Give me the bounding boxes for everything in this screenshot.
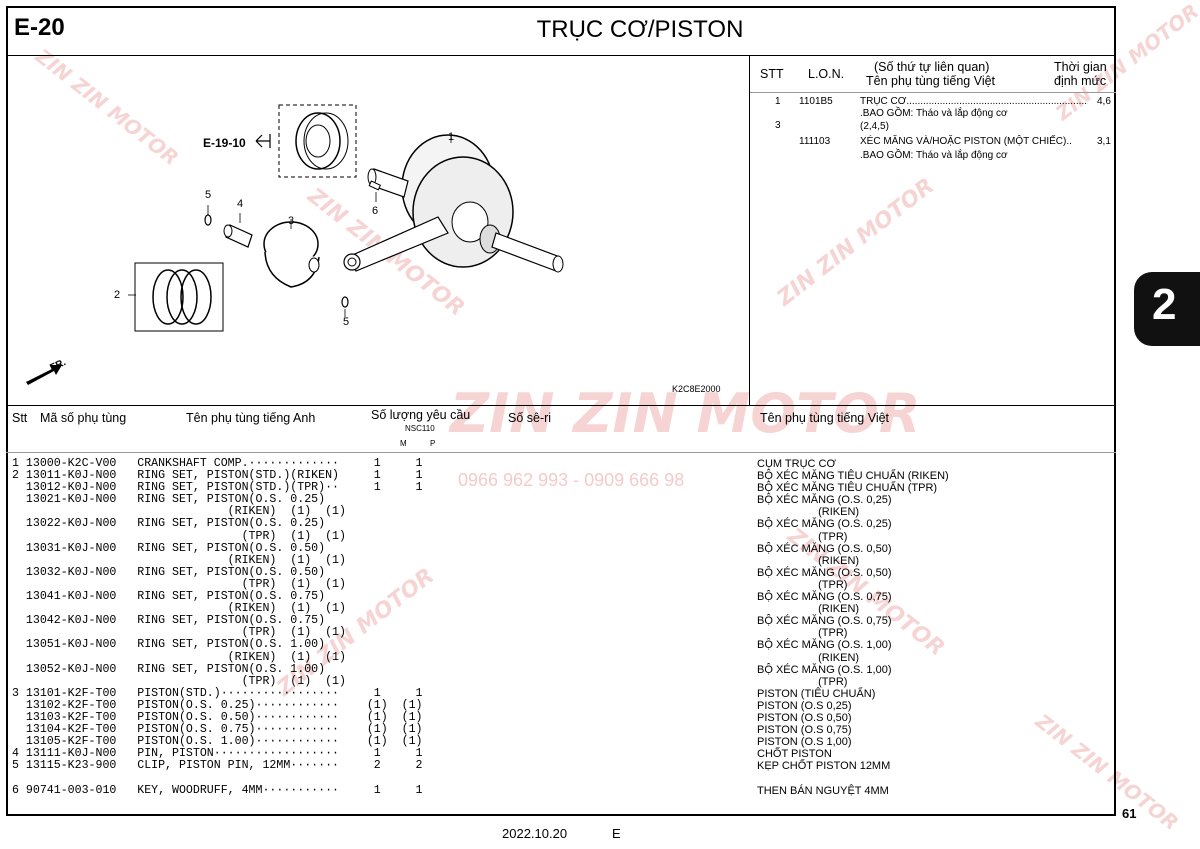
footer-letter: E (612, 826, 621, 841)
parts-list-vietnamese: CỤM TRỤC CƠ BỘ XÉC MĂNG TIÊU CHUẨN (RIKE… (757, 458, 949, 797)
callout-5-top: 5 (205, 189, 212, 201)
exploded-diagram (8, 57, 748, 403)
right-header-stt: STT (760, 67, 784, 81)
ring-set-box (134, 262, 224, 332)
right-row-stt: 3 (775, 120, 781, 131)
parts-header-serial: Số sê-ri (508, 411, 552, 425)
piston-clip (204, 214, 212, 226)
right-row-name: .BAO GỒM: Tháo và lắp động cơ (860, 108, 1008, 119)
piston-clip (341, 296, 349, 308)
ref-arrow-icon (255, 134, 271, 148)
right-row-name: TRỤC CƠ.................................… (860, 96, 1088, 107)
parts-header-model: NSC110 (405, 424, 435, 433)
callout-6: 6 (372, 205, 379, 217)
parts-header-name-vn: Tên phụ tùng tiếng Việt (760, 411, 890, 425)
ring (180, 269, 212, 325)
parts-header-m: M (400, 439, 407, 448)
right-header-name-vn: Tên phụ tùng tiếng Việt (866, 74, 996, 88)
front-arrow-icon (26, 365, 62, 385)
callout-1: 1 (448, 131, 455, 143)
parts-header-name-en: Tên phụ tùng tiếng Anh (186, 411, 316, 425)
callout-3: 3 (288, 215, 295, 227)
bearing-outer (295, 112, 341, 170)
parts-header-divider (6, 452, 1116, 453)
diagram-ref-label: E-19-10 (203, 136, 246, 150)
diagram-divider (749, 55, 750, 406)
crank-shaft-right (491, 232, 561, 272)
right-row-name: (2,4,5) (860, 121, 889, 132)
page-title: TRỤC CƠ/PISTON (536, 16, 744, 43)
right-row-time: 4,6 (1097, 96, 1111, 107)
right-row-stt: 1 (775, 96, 781, 107)
watermark-brand: ZIN ZIN MOTOR (450, 382, 921, 445)
right-row-name: .BAO GỒM: Tháo và lắp động cơ (860, 150, 1008, 161)
watermark-phone: 0966 962 993 - 0909 666 98 (458, 470, 685, 490)
section-tab: 2 (1134, 272, 1200, 346)
bearing-inner (305, 124, 331, 158)
right-header-time-1: Thời gian (1054, 60, 1107, 74)
page-code: E-20 (14, 14, 65, 41)
callout-4: 4 (237, 198, 244, 210)
parts-header-stt: Stt (12, 411, 28, 425)
callout-2: 2 (114, 289, 121, 301)
footer-date: 2022.10.20 (502, 826, 568, 841)
ring (166, 269, 198, 325)
right-header-time-2: định mức (1054, 74, 1107, 88)
title-divider (6, 55, 1116, 56)
section-tab-label: 2 (1152, 280, 1177, 329)
diagram-code: K2C8E2000 (672, 384, 721, 394)
woodruff-key (368, 180, 382, 191)
ring (152, 269, 184, 325)
diagram-bottom-divider (6, 405, 1116, 406)
right-row-lon: 1101B5 (799, 96, 833, 107)
bearing-dashed-box (278, 104, 357, 178)
right-row-time: 3,1 (1097, 136, 1111, 147)
right-table-header-divider (750, 92, 1116, 93)
parts-header-qty: Số lượng yêu cầu (371, 408, 471, 422)
page-frame (6, 6, 1116, 816)
right-header-related: (Số thứ tự liên quan) (874, 60, 990, 74)
parts-header-p: P (430, 439, 436, 448)
parts-list-english: 1 13000-K2C-V00 CRANKSHAFT COMP.········… (12, 457, 423, 797)
page-number: 61 (1122, 806, 1137, 821)
callout-5-bottom: 5 (343, 316, 350, 328)
right-row-lon: 111103 (799, 136, 831, 147)
parts-header-part-no: Mã số phụ tùng (40, 411, 127, 425)
right-row-name: XÉC MĂNG VÀ/HOẶC PISTON (MỘT CHIẾC).. (860, 136, 1072, 147)
right-header-lon: L.O.N. (808, 67, 845, 81)
crankshaft-piston-drawing (26, 104, 564, 385)
